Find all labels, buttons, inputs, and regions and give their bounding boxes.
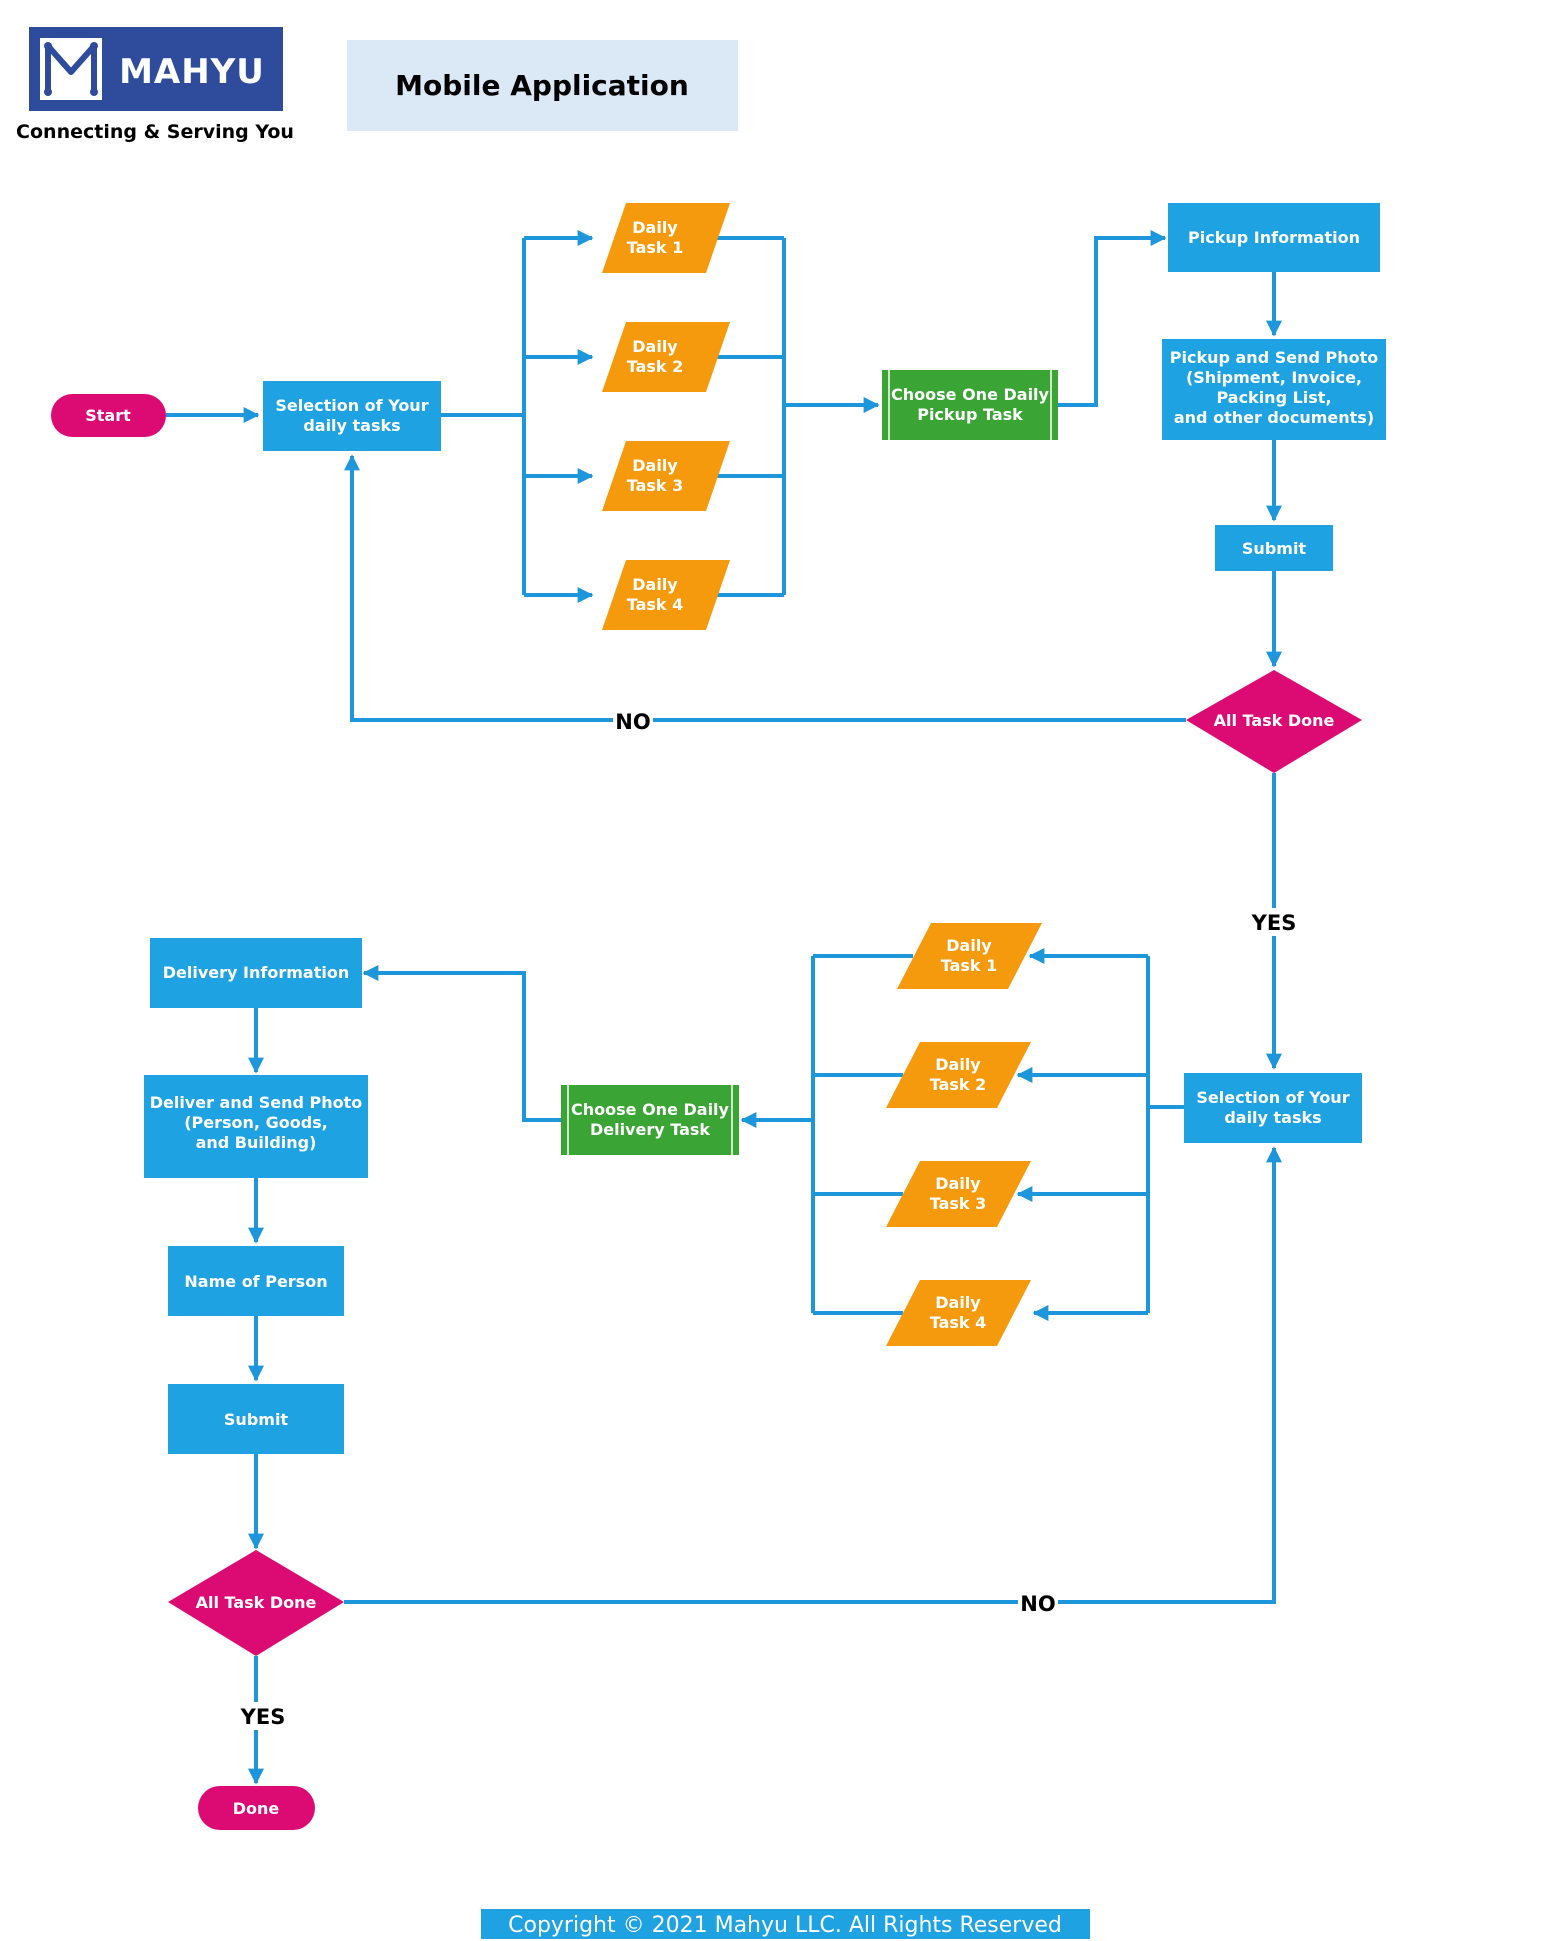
edge-label-no-top: NO [615,710,650,734]
select-tasks-bottom-line-2: daily tasks [1224,1108,1321,1127]
daily-task-bottom-1: Daily Task 1 [897,923,1042,989]
copyright-banner: Copyright © 2021 Mahyu LLC. All Rights R… [481,1909,1090,1939]
daily-task-top-4-line-1: Daily [632,575,678,594]
daily-task-bottom-4-line-2: Task 4 [930,1313,987,1332]
daily-task-top-1-line-1: Daily [632,218,678,237]
pickup-send-photo-line-4: and other documents) [1174,408,1374,427]
delivery-information-label: Delivery Information [163,963,349,982]
daily-task-bottom-3: Daily Task 3 [886,1161,1031,1227]
select-tasks-bottom-line-1: Selection of Your [1196,1088,1349,1107]
all-task-done-bottom: All Task Done [168,1550,344,1656]
submit-top-label: Submit [1242,539,1307,558]
choose-pickup-task-line-2: Pickup Task [917,405,1023,424]
choose-delivery-task: Choose One Daily Delivery Task [561,1085,739,1155]
title-banner: Mobile Application [347,40,738,131]
pickup-send-photo: Pickup and Send Photo (Shipment, Invoice… [1162,339,1386,440]
submit-top: Submit [1215,525,1333,571]
deliver-send-photo-line-1: Deliver and Send Photo [150,1093,363,1112]
edge-label-no-bottom: NO [1020,1592,1055,1616]
daily-task-bottom-2-line-1: Daily [935,1055,981,1074]
daily-task-bottom-3-line-1: Daily [935,1174,981,1193]
daily-task-top-3-line-2: Task 3 [627,476,684,495]
daily-task-bottom-2: Daily Task 2 [886,1042,1031,1108]
done-node-label: Done [233,1799,280,1818]
edge-label-yes-bottom: YES [240,1705,286,1729]
logo-brand: MAHYU [119,52,265,92]
pickup-send-photo-line-3: Packing List, [1216,388,1331,407]
all-task-done-bottom-label: All Task Done [196,1593,317,1612]
start-node: Start [51,394,166,437]
daily-task-bottom-2-line-2: Task 2 [930,1075,987,1094]
choose-delivery-task-line-1: Choose One Daily [571,1100,730,1119]
connectors-bottom [248,948,1282,1785]
name-of-person-label: Name of Person [184,1272,327,1291]
daily-task-bottom-1-line-2: Task 1 [941,956,998,975]
logo-tagline: Connecting & Serving You [16,121,294,143]
deliver-send-photo: Deliver and Send Photo (Person, Goods, a… [144,1075,368,1178]
done-node: Done [198,1786,315,1830]
choose-pickup-task: Choose One Daily Pickup Task [882,370,1058,440]
daily-task-bottom-4-line-1: Daily [935,1293,981,1312]
pickup-send-photo-line-1: Pickup and Send Photo [1170,348,1379,367]
choose-pickup-task-line-1: Choose One Daily [891,385,1050,404]
logo-mark-icon [40,38,102,100]
edge-label-yes-top: YES [1251,911,1297,935]
deliver-send-photo-line-3: and Building) [196,1133,317,1152]
submit-bottom-label: Submit [224,1410,289,1429]
daily-task-top-4-line-2: Task 4 [627,595,684,614]
select-tasks-bottom: Selection of Your daily tasks [1184,1073,1362,1143]
choose-delivery-task-line-2: Delivery Task [590,1120,710,1139]
all-task-done-top: All Task Done [1186,670,1362,773]
submit-bottom: Submit [168,1384,344,1454]
deliver-send-photo-line-2: (Person, Goods, [184,1113,328,1132]
start-node-label: Start [85,406,131,425]
daily-task-top-2-line-1: Daily [632,337,678,356]
daily-task-top-4: Daily Task 4 [602,560,730,630]
daily-task-top-2: Daily Task 2 [602,322,730,392]
page-title: Mobile Application [395,69,689,102]
delivery-information: Delivery Information [150,938,362,1008]
copyright-text: Copyright © 2021 Mahyu LLC. All Rights R… [508,1913,1062,1938]
select-tasks-top-line-1: Selection of Your [275,396,428,415]
logo: MAHYU Connecting & Serving You [16,27,294,143]
daily-task-top-3: Daily Task 3 [602,441,730,511]
daily-task-top-3-line-1: Daily [632,456,678,475]
daily-task-top-2-line-2: Task 2 [627,357,684,376]
daily-task-bottom-3-line-2: Task 3 [930,1194,987,1213]
daily-task-top-1-line-2: Task 1 [627,238,684,257]
daily-task-bottom-1-line-1: Daily [946,936,992,955]
select-tasks-top: Selection of Your daily tasks [263,381,441,451]
daily-task-top-1: Daily Task 1 [602,203,730,273]
pickup-information: Pickup Information [1168,203,1380,272]
all-task-done-top-label: All Task Done [1214,711,1335,730]
name-of-person: Name of Person [168,1246,344,1316]
daily-task-bottom-4: Daily Task 4 [886,1280,1031,1346]
edge-labels: NO YES NO YES [238,708,1300,1730]
pickup-information-label: Pickup Information [1188,228,1360,247]
pickup-send-photo-line-2: (Shipment, Invoice, [1186,368,1362,387]
select-tasks-top-line-2: daily tasks [303,416,400,435]
